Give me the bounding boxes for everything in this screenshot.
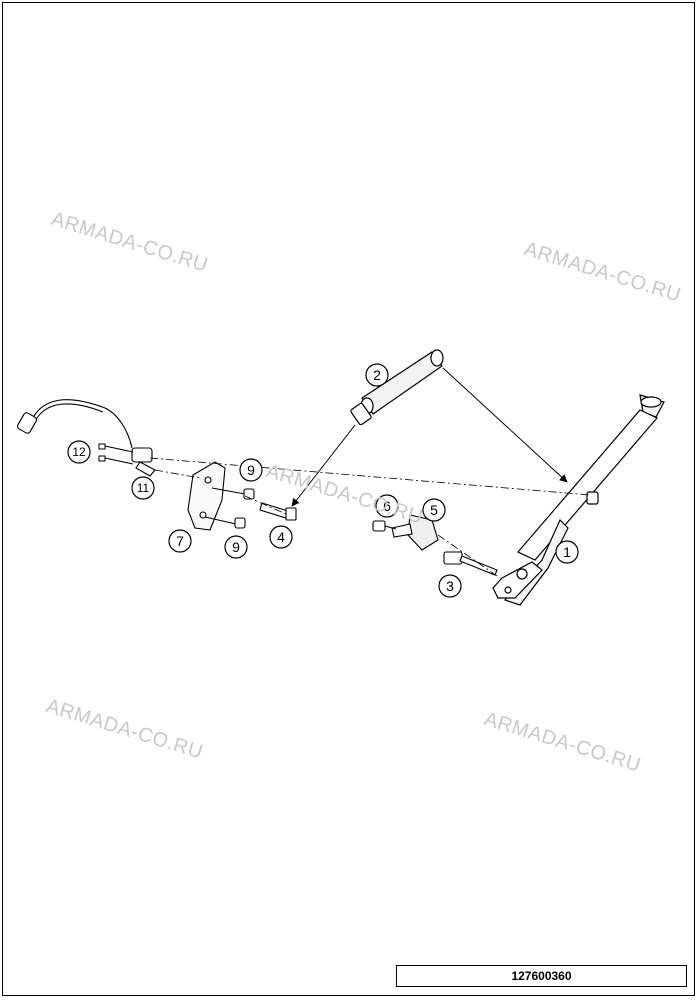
- svg-text:12: 12: [72, 445, 86, 459]
- part-bolt-3: [443, 551, 498, 576]
- callout-5: 5: [422, 498, 446, 522]
- callout-12: 12: [67, 440, 91, 464]
- part-spring: [350, 349, 444, 426]
- svg-text:9: 9: [232, 539, 240, 555]
- assembly-arrows: [291, 367, 568, 507]
- svg-text:4: 4: [277, 529, 285, 545]
- svg-text:5: 5: [430, 502, 438, 518]
- svg-text:3: 3: [446, 578, 454, 594]
- svg-text:6: 6: [383, 498, 391, 514]
- callout-9-lower: 9: [224, 535, 248, 559]
- callout-4: 4: [269, 525, 293, 549]
- part-bracket-7: [187, 461, 226, 531]
- svg-text:11: 11: [137, 481, 150, 495]
- figure-id: 127600360: [396, 965, 687, 987]
- assembly-lines: [149, 457, 591, 579]
- callout-7: 7: [168, 529, 192, 553]
- part-side-stand: [492, 394, 665, 606]
- svg-text:9: 9: [247, 462, 255, 478]
- callout-1: 1: [555, 540, 579, 564]
- part-bolt-4: [259, 502, 297, 521]
- part-screws-12: [98, 443, 134, 465]
- part-sensor-cable: [16, 399, 156, 477]
- callout-9-upper: 9: [239, 458, 263, 482]
- part-screw-9b: [204, 516, 246, 529]
- callout-2: 2: [365, 363, 389, 387]
- svg-text:2: 2: [373, 367, 381, 383]
- part-screw-6: [372, 520, 397, 532]
- svg-text:7: 7: [176, 533, 184, 549]
- callout-6: 6: [375, 494, 399, 518]
- callout-3: 3: [438, 574, 462, 598]
- svg-text:1: 1: [563, 544, 571, 560]
- callout-11: 11: [131, 476, 155, 500]
